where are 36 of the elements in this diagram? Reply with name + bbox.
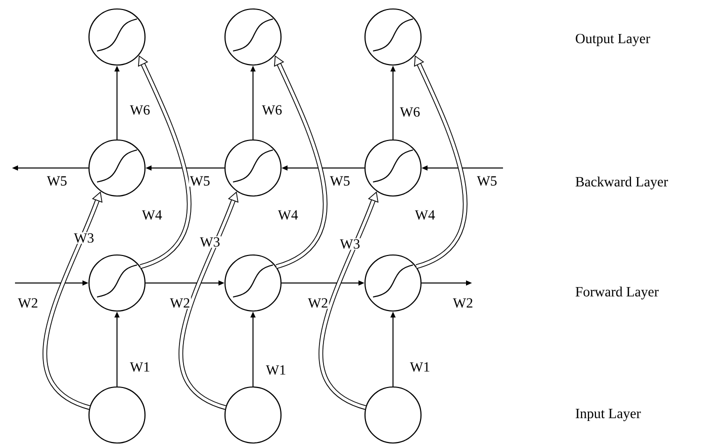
edge-label: W4 — [140, 209, 164, 221]
edge-label: W4 — [276, 209, 300, 221]
edge-label: W3 — [72, 232, 96, 244]
neuron-circle — [224, 254, 282, 312]
neuron-circle — [88, 8, 146, 66]
neuron-circle — [364, 254, 422, 312]
edge-label: W1 — [408, 361, 432, 373]
edge-label: W5 — [328, 175, 352, 187]
neuron-circle — [224, 386, 282, 444]
edge-label: W5 — [476, 175, 498, 187]
neuron-circle — [224, 8, 282, 66]
edge-label: W3 — [338, 238, 362, 250]
neuron-circle — [364, 8, 422, 66]
edge-label: W1 — [264, 364, 288, 376]
edge-label: W3 — [198, 236, 222, 248]
neuron-circle — [364, 139, 422, 197]
layer-label: Forward Layer — [576, 286, 659, 300]
neuron-circle — [88, 139, 146, 197]
edge-label: W5 — [46, 175, 68, 187]
edge-label: W2 — [452, 297, 474, 309]
edge-label: W2 — [168, 297, 192, 309]
edge-label: W4 — [414, 209, 436, 221]
layer-label: Backward Layer — [576, 176, 668, 190]
layer-label: Output Layer — [576, 34, 650, 46]
edge-label: W6 — [260, 104, 284, 116]
edge-label: W6 — [398, 106, 422, 118]
edge-label: W5 — [188, 175, 212, 187]
edge-label: W2 — [16, 297, 40, 309]
edge-label: W1 — [128, 361, 152, 373]
layer-label: Input Layer — [576, 408, 641, 422]
neuron-circle — [364, 386, 422, 444]
edge-label: W2 — [306, 297, 330, 309]
neuron-circle — [88, 254, 146, 312]
neuron-circle — [224, 139, 282, 197]
neuron-circle — [88, 386, 146, 444]
edge-label: W6 — [128, 104, 152, 116]
